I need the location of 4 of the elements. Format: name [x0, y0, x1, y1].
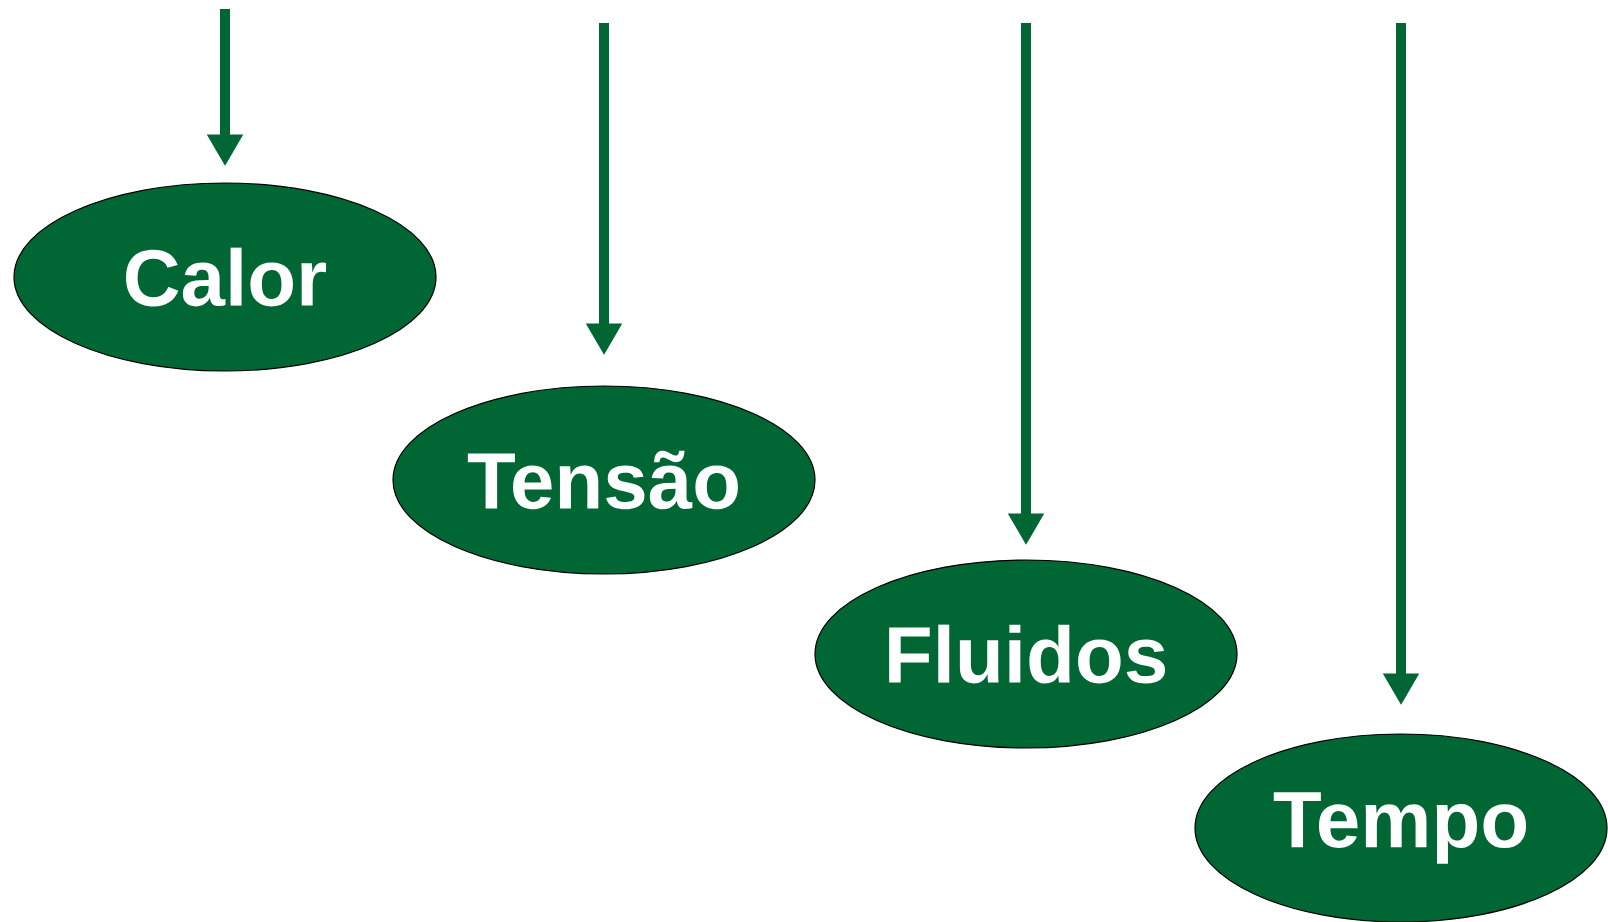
ellipse-node: Fluidos	[814, 559, 1238, 749]
ellipse-node: Tempo	[1194, 733, 1608, 922]
ellipse-node: Tensão	[392, 385, 816, 575]
ellipse-node: Calor	[13, 182, 437, 372]
